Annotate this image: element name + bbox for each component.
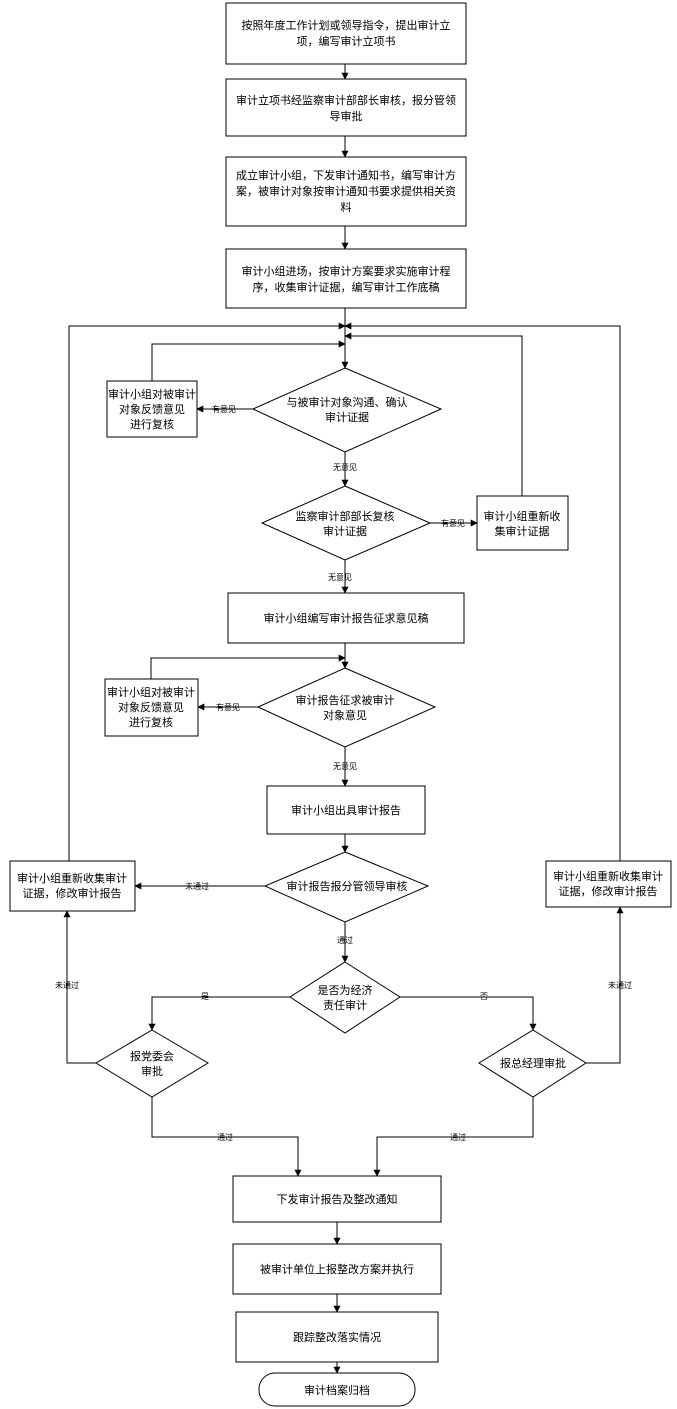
arrow-r5-return [344,322,621,861]
arrow-r2-return [344,332,523,496]
svg-text:下发审计报告及整改通知: 下发审计报告及整改通知 [277,1192,398,1206]
svg-text:审计小组编写审计报告征求意见稿: 审计小组编写审计报告征求意见稿 [264,611,429,625]
svg-text:对象反馈意见: 对象反馈意见 [118,700,184,714]
svg-text:对象反馈意见: 对象反馈意见 [119,402,185,416]
arrow-r4-return [68,322,346,861]
edge-labels: 有意见 无意见 有意见 无意见 有意见 无意见 未通过 通过 是 否 未通过 未… [55,404,632,1142]
svg-text:审计立项书经监察审计部部长审核，报分管领: 审计立项书经监察审计部部长审核，报分管领 [236,93,456,107]
step-review-feedback-1: 审计小组对被审计 对象反馈意见 进行复核 [106,380,198,438]
decision-party-committee: 报党委会 审批 [95,1029,209,1098]
svg-text:项，编写审计立项书: 项，编写审计立项书 [297,34,396,48]
svg-text:监察审计部部长复核: 监察审计部部长复核 [296,509,395,523]
step-revise-report-left: 审计小组重新收集审计 证据，修改审计报告 [9,860,136,912]
terminal-archive: 审计档案归档 [258,1372,416,1407]
step-onsite-audit: 审计小组进场，按审计方案要求实施审计程 序，收集审计证据，编写审计工作底稿 [225,248,467,309]
step-issue-rectification-notice: 下发审计报告及整改通知 [232,1175,442,1223]
step-recollect-evidence: 审计小组重新收 集审计证据 [476,495,569,551]
decision-general-manager: 报总经理审批 [478,1029,587,1098]
label-d4-not-passed: 未通过 [185,881,209,891]
decision-solicit-opinion: 审计报告征求被审计 对象意见 [256,667,437,748]
svg-text:对象意见: 对象意见 [323,708,367,722]
label-d1-no-opinion: 无意见 [333,462,357,472]
label-d5-no: 否 [480,992,488,1001]
step-revise-report-right: 审计小组重新收集审计 证据，修改审计报告 [545,860,672,908]
step-approval: 审计立项书经监察审计部部长审核，报分管领 导审批 [225,78,467,137]
svg-text:是否为经济: 是否为经济 [318,983,373,997]
step-review-feedback-2: 审计小组对被审计 对象反馈意见 进行复核 [104,678,199,737]
label-d7-not-passed: 未通过 [608,980,632,990]
label-d2-has-opinion: 有意见 [441,518,465,528]
connectors [63,64,624,1374]
svg-text:审计小组对被审计: 审计小组对被审计 [108,387,196,401]
svg-text:审计报告报分管领导审核: 审计报告报分管领导审核 [287,879,408,893]
svg-text:审计小组对被审计: 审计小组对被审计 [107,685,195,699]
arrow-d7-n7 [373,1097,534,1177]
svg-text:审计证据: 审计证据 [325,410,369,424]
arrow-r1-return [151,340,346,381]
svg-text:审计证据: 审计证据 [323,524,367,538]
svg-text:按照年度工作计划或领导指令，提出审计立: 按照年度工作计划或领导指令，提出审计立 [242,18,451,32]
step-issue-report: 审计小组出具审计报告 [266,785,426,835]
decision-director-review: 监察审计部部长复核 审计证据 [260,485,432,561]
arrow-d7-r5 [586,906,624,1064]
svg-text:集审计证据: 集审计证据 [495,524,550,538]
decision-economic-audit: 是否为经济 责任审计 [289,961,401,1034]
svg-text:成立审计小组，下发审计通知书，编写审计方: 成立审计小组，下发审计通知书，编写审计方 [236,168,456,182]
svg-text:审计小组重新收集审计: 审计小组重新收集审计 [553,869,663,883]
svg-text:被审计单位上报整改方案并执行: 被审计单位上报整改方案并执行 [260,1262,414,1276]
svg-text:责任审计: 责任审计 [323,998,367,1012]
step-submit-rectification-plan: 被审计单位上报整改方案并执行 [232,1243,442,1295]
label-d1-has-opinion: 有意见 [212,404,236,414]
svg-text:审计报告征求被审计: 审计报告征求被审计 [296,693,395,707]
svg-text:报总经理审批: 报总经理审批 [500,1056,566,1070]
arrow-r3-return [150,654,346,679]
label-d2-no-opinion: 无意见 [328,572,352,582]
step-draft-report: 审计小组编写审计报告征求意见稿 [227,592,465,644]
step-track-rectification: 跟踪整改落实情况 [235,1311,439,1363]
svg-text:审批: 审批 [141,1064,163,1078]
arrow-d6-n7 [151,1097,302,1177]
label-d5-yes: 是 [201,992,209,1001]
arrow-d5-d7 [400,996,537,1031]
svg-text:证据，修改审计报告: 证据，修改审计报告 [23,886,122,900]
decision-leader-review: 审计报告报分管领导审核 [263,851,430,923]
label-d7-passed: 通过 [450,1132,466,1142]
decision-confirm-evidence: 与被审计对象沟通、确认 审计证据 [251,367,443,453]
svg-text:审计小组重新收集审计: 审计小组重新收集审计 [17,871,127,885]
label-d3-has-opinion: 有意见 [216,702,240,712]
svg-text:审计档案归档: 审计档案归档 [304,1383,370,1397]
step-project-initiation: 按照年度工作计划或领导指令，提出审计立 项，编写审计立项书 [225,2,467,65]
svg-text:导审批: 导审批 [330,109,363,123]
arrow-d5-d6 [148,996,290,1031]
label-d6-not-passed: 未通过 [55,980,79,990]
svg-text:进行复核: 进行复核 [129,715,173,729]
svg-text:进行复核: 进行复核 [130,417,174,431]
label-d3-no-opinion: 无意见 [333,761,357,771]
svg-text:案，被审计对象按审计通知书要求提供相关资: 案，被审计对象按审计通知书要求提供相关资 [236,184,456,198]
label-d4-passed: 通过 [337,935,353,945]
label-d6-passed: 通过 [217,1132,233,1142]
svg-text:料: 料 [341,200,352,214]
svg-text:审计小组重新收: 审计小组重新收 [484,509,561,523]
svg-text:跟踪整改落实情况: 跟踪整改落实情况 [293,1330,381,1344]
svg-text:序，收集审计证据，编写审计工作底稿: 序，收集审计证据，编写审计工作底稿 [253,280,440,294]
svg-text:审计小组出具审计报告: 审计小组出具审计报告 [291,803,401,817]
svg-text:与被审计对象沟通、确认: 与被审计对象沟通、确认 [287,395,408,409]
arrow-d6-r4 [63,910,96,1064]
step-form-audit-team: 成立审计小组，下发审计通知书，编写审计方 案，被审计对象按审计通知书要求提供相关… [225,156,467,227]
svg-text:证据，修改审计报告: 证据，修改审计报告 [559,884,658,898]
svg-text:审计小组进场，按审计方案要求实施审计程: 审计小组进场，按审计方案要求实施审计程 [242,264,451,278]
svg-text:报党委会: 报党委会 [130,1049,174,1063]
